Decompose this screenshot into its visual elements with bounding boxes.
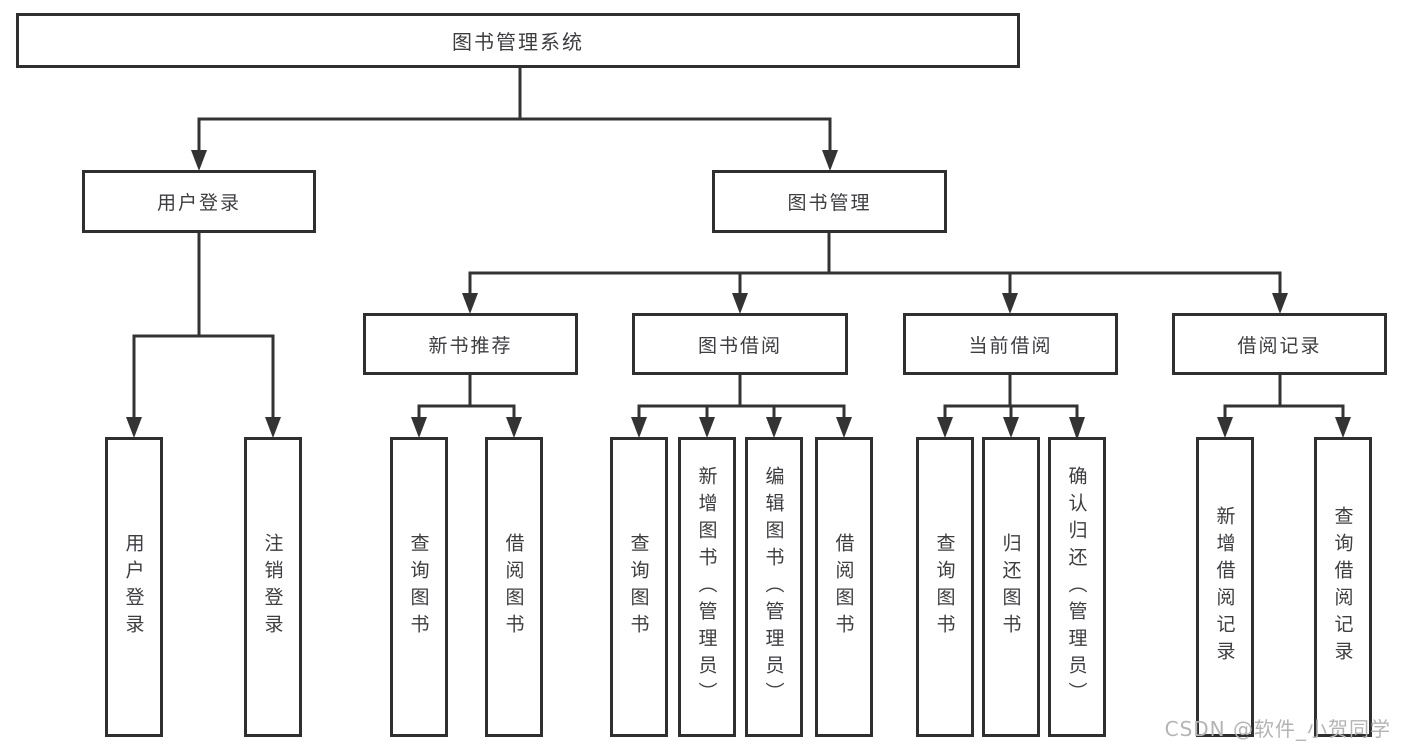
node-label: 图书借阅 bbox=[697, 334, 782, 357]
leaf-label: 借阅图书 bbox=[832, 533, 855, 641]
leaf-label: 查询图书 bbox=[933, 533, 956, 641]
leaf-label: 查询借阅记录 bbox=[1331, 506, 1354, 668]
leaf-confirm-return-admin: 确认归还（管理员） bbox=[1048, 437, 1106, 737]
leaf-label: 注销登录 bbox=[261, 533, 284, 641]
leaf-label: 用户登录 bbox=[122, 533, 145, 641]
leaf-label: 查询图书 bbox=[627, 533, 650, 641]
node-book-management: 图书管理 bbox=[712, 170, 947, 233]
csdn-watermark: CSDN @软件_小贺同学 bbox=[1164, 717, 1391, 741]
node-library-management-system: 图书管理系统 bbox=[16, 13, 1020, 68]
node-user-login: 用户登录 bbox=[82, 170, 316, 233]
leaf-query-books-current: 查询图书 bbox=[916, 437, 974, 737]
leaf-query-books-borrow: 查询图书 bbox=[610, 437, 668, 737]
leaf-label: 查询图书 bbox=[407, 533, 430, 641]
leaf-borrow-books: 借阅图书 bbox=[815, 437, 873, 737]
leaf-label: 借阅图书 bbox=[502, 533, 525, 641]
node-label: 当前借阅 bbox=[968, 334, 1053, 357]
leaf-logout: 注销登录 bbox=[244, 437, 302, 737]
leaf-add-books-admin: 新增图书（管理员） bbox=[678, 437, 736, 737]
node-current-borrow: 当前借阅 bbox=[903, 313, 1118, 375]
leaf-label: 新增借阅记录 bbox=[1213, 506, 1236, 668]
leaf-label: 新增图书（管理员） bbox=[695, 465, 718, 709]
leaf-add-borrow-record: 新增借阅记录 bbox=[1196, 437, 1254, 737]
leaf-edit-books-admin: 编辑图书（管理员） bbox=[745, 437, 803, 737]
leaf-label: 归还图书 bbox=[999, 533, 1022, 641]
node-borrow-records: 借阅记录 bbox=[1172, 313, 1387, 375]
node-new-book-recommend: 新书推荐 bbox=[363, 313, 578, 375]
leaf-borrow-books-recommend: 借阅图书 bbox=[485, 437, 543, 737]
leaf-label: 确认归还（管理员） bbox=[1065, 465, 1088, 709]
node-label: 图书管理系统 bbox=[452, 30, 584, 54]
node-label: 用户登录 bbox=[156, 192, 241, 214]
node-label: 新书推荐 bbox=[428, 334, 513, 357]
leaf-return-books: 归还图书 bbox=[982, 437, 1040, 737]
leaf-query-books-recommend: 查询图书 bbox=[390, 437, 448, 737]
node-label: 借阅记录 bbox=[1237, 334, 1322, 357]
leaf-query-borrow-record: 查询借阅记录 bbox=[1314, 437, 1372, 737]
leaf-label: 编辑图书（管理员） bbox=[762, 465, 785, 709]
node-book-borrow: 图书借阅 bbox=[632, 313, 848, 375]
leaf-user-login: 用户登录 bbox=[105, 437, 163, 737]
node-label: 图书管理 bbox=[787, 192, 872, 214]
